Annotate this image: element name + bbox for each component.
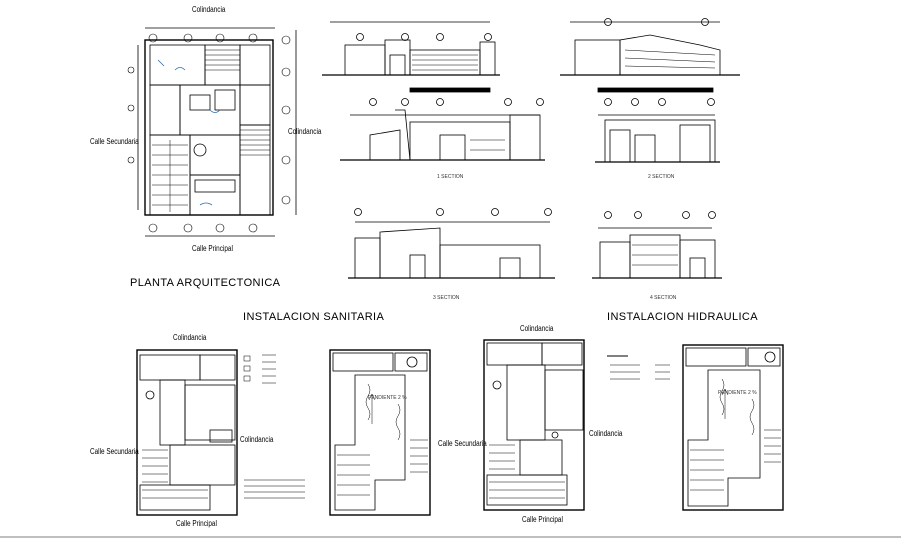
sanitary-right-boundary-label: Colindancia [240,435,274,444]
sanitary-title: INSTALACION SANITARIA [243,311,385,323]
sanitary-left-street-label: Calle Secundaria [90,447,139,456]
section-4 [592,211,722,279]
plan-left-street-label: Calle Secundaria [90,137,139,146]
section-3 [348,208,555,279]
hydraulic-title: INSTALACION HIDRAULICA [607,311,759,323]
grid-markers [127,33,291,233]
section-1 [340,98,545,161]
stairs [205,49,270,156]
architectural-floor-plan [127,27,297,237]
sanitary-legend [243,354,305,499]
hydraulic-plan-roof [682,344,784,511]
plan-right-boundary-label: Colindancia [288,127,322,136]
plan-bottom-street-label: Calle Principal [192,244,233,253]
sanitary-top-boundary-label: Colindancia [173,333,207,342]
hydraulic-bottom-street-label: Calle Principal [522,515,563,524]
blue-accent-marks [157,59,221,206]
sanitary-plan-ground [136,349,238,516]
section-3-label: 3 SECTION [433,295,460,301]
sanitary-roof-slope-note: PENDIENTE 2 % [368,395,407,401]
section-2 [595,98,720,163]
parking-stalls [152,140,188,212]
plan-top-boundary-label: Colindancia [192,5,226,14]
hydraulic-right-boundary-label: Colindancia [589,429,623,438]
side-elevation [560,18,740,93]
hydraulic-left-street-label: Calle Secundaria [438,439,487,448]
hydraulic-legend [607,355,670,380]
sanitary-plan-roof [329,349,431,516]
front-elevation [322,21,500,93]
section-2-label: 2 SECTION [648,174,675,180]
hydraulic-top-boundary-label: Colindancia [520,324,554,333]
section-4-label: 4 SECTION [650,295,677,301]
section-1-label: 1 SECTION [437,174,464,180]
sanitary-bottom-street-label: Calle Principal [176,519,217,528]
plan-title: PLANTA ARQUITECTONICA [130,277,281,289]
hydraulic-roof-slope-note: PENDIENTE 2 % [718,390,757,396]
hydraulic-plan-ground [483,339,585,511]
